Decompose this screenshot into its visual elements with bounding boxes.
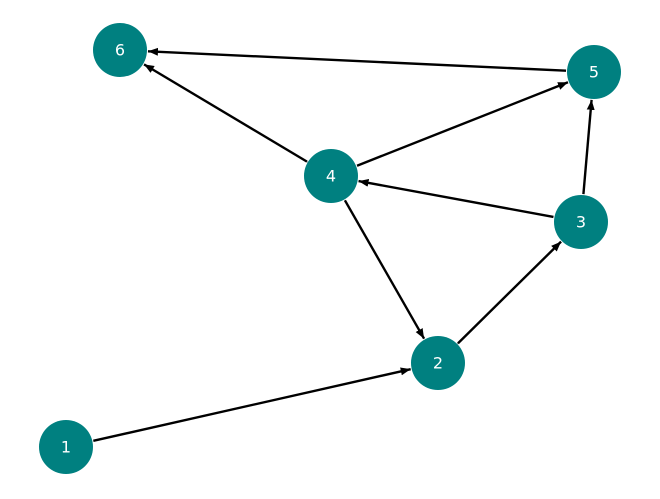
edge-3-4 bbox=[358, 178, 554, 219]
node-circle-4[interactable] bbox=[304, 149, 358, 203]
node-3[interactable]: 3 bbox=[554, 195, 608, 249]
edge-4-5 bbox=[356, 81, 569, 167]
edge-4-6 bbox=[143, 63, 318, 171]
node-label-2: 2 bbox=[433, 354, 443, 373]
edge-3-5 bbox=[582, 99, 595, 195]
node-label-5: 5 bbox=[589, 63, 599, 82]
edge-1-2 bbox=[93, 367, 411, 443]
edge-5-6 bbox=[147, 47, 567, 72]
node-5[interactable]: 5 bbox=[567, 45, 621, 99]
node-circle-5[interactable] bbox=[567, 45, 621, 99]
node-label-6: 6 bbox=[115, 41, 125, 60]
node-1[interactable]: 1 bbox=[39, 420, 93, 474]
node-circle-1[interactable] bbox=[39, 420, 93, 474]
node-circle-2[interactable] bbox=[411, 336, 465, 390]
edge-4-2 bbox=[343, 199, 426, 340]
node-label-3: 3 bbox=[576, 213, 586, 232]
node-circle-6[interactable] bbox=[93, 23, 147, 77]
nodes-layer: 1 2 3 4 5 6 bbox=[39, 23, 621, 474]
node-2[interactable]: 2 bbox=[411, 336, 465, 390]
node-circle-3[interactable] bbox=[554, 195, 608, 249]
node-label-4: 4 bbox=[326, 167, 336, 186]
node-label-1: 1 bbox=[61, 438, 71, 457]
node-4[interactable]: 4 bbox=[304, 149, 358, 203]
node-6[interactable]: 6 bbox=[93, 23, 147, 77]
edges-layer bbox=[93, 47, 595, 443]
edge-2-3 bbox=[448, 240, 562, 354]
